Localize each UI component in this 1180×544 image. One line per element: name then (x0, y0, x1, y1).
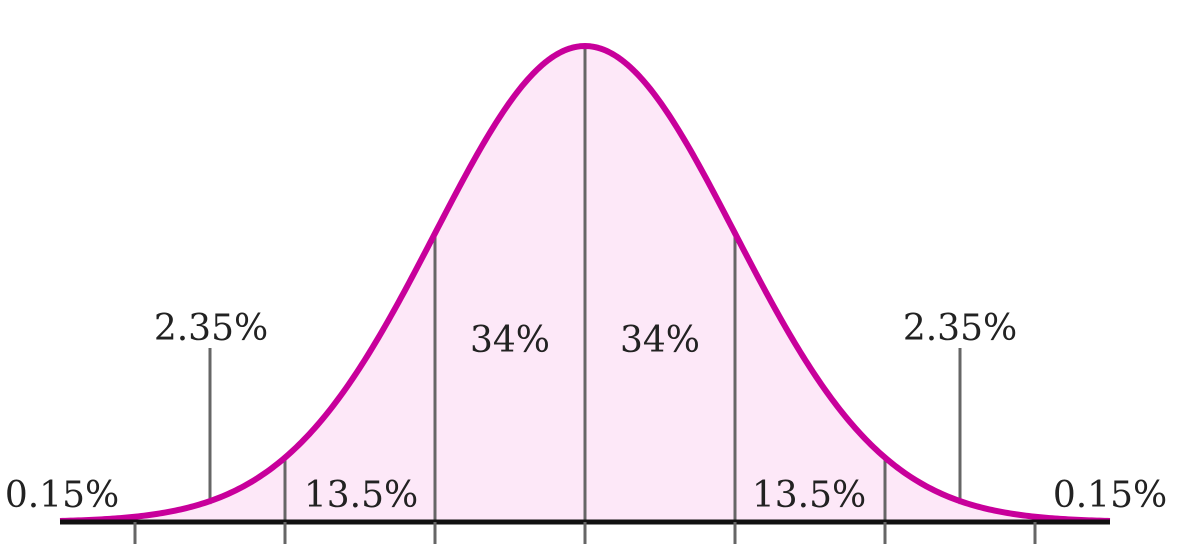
segment-label-right-2sd-3sd: 2.35% (903, 308, 1017, 349)
segment-label-left-0-1sd: 34% (470, 320, 550, 361)
segment-label-right-0-1sd: 34% (620, 320, 700, 361)
x-axis-ticks (133, 522, 1037, 544)
label-leader-lines (208, 348, 962, 505)
segment-label-right-1sd-2sd: 13.5% (752, 475, 866, 516)
segment-label-left-tail: 0.15% (5, 475, 119, 516)
segment-label-left-1sd-2sd: 13.5% (304, 475, 418, 516)
segment-label-left-2sd-3sd: 2.35% (154, 308, 268, 349)
segment-label-right-tail: 0.15% (1053, 475, 1167, 516)
sd-dividers (283, 48, 887, 522)
bell-curve (59, 43, 1111, 524)
